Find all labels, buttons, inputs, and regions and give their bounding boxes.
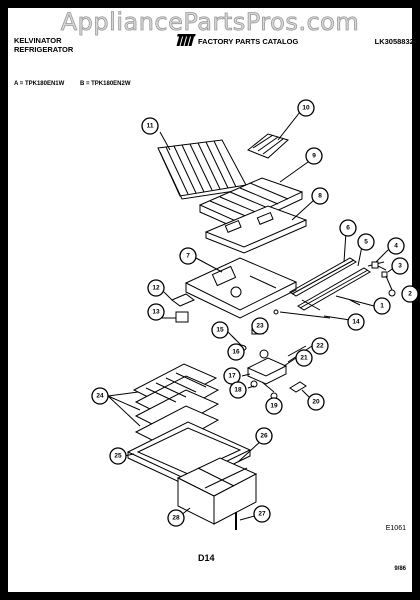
callout-11: 11 bbox=[141, 117, 159, 135]
callout-21: 21 bbox=[295, 349, 313, 367]
brand-block: KELVINATOR REFRIGERATOR bbox=[14, 36, 124, 54]
svg-text:22: 22 bbox=[316, 343, 324, 350]
svg-text:5: 5 bbox=[364, 239, 368, 246]
callout-14: 14 bbox=[347, 313, 365, 331]
svg-text:20: 20 bbox=[312, 399, 320, 406]
bracket-parts bbox=[162, 291, 195, 323]
callout-28: 28 bbox=[167, 509, 185, 527]
model-a: A = TPK180EN1W bbox=[14, 81, 65, 87]
control-housing bbox=[184, 257, 298, 319]
callout-19: 19 bbox=[265, 397, 283, 415]
brand-name: KELVINATOR bbox=[14, 36, 62, 45]
callout-6: 6 bbox=[339, 219, 357, 237]
svg-text:3: 3 bbox=[398, 263, 402, 270]
svg-text:17: 17 bbox=[228, 373, 236, 380]
svg-text:9: 9 bbox=[312, 153, 316, 160]
watermark: AppliancePartsPros.com bbox=[60, 8, 360, 37]
callout-15: 15 bbox=[211, 321, 229, 339]
svg-text:10: 10 bbox=[302, 105, 310, 112]
wci-logo bbox=[176, 34, 196, 46]
svg-text:6: 6 bbox=[346, 225, 350, 232]
shelf-rails bbox=[289, 257, 385, 311]
freezer-shelf bbox=[198, 177, 304, 230]
svg-text:4: 4 bbox=[394, 243, 398, 250]
screw-part bbox=[388, 289, 396, 297]
callout-10: 10 bbox=[297, 99, 315, 117]
svg-text:23: 23 bbox=[256, 323, 264, 330]
sensor-bar bbox=[289, 381, 307, 393]
callout-8: 8 bbox=[311, 187, 329, 205]
catalog-date: 9/86 bbox=[394, 566, 406, 572]
callout-20: 20 bbox=[307, 393, 325, 411]
catalog-code: LK30588320 bbox=[374, 37, 418, 46]
callout-5: 5 bbox=[357, 233, 375, 251]
callout-26: 26 bbox=[255, 427, 273, 445]
svg-text:14: 14 bbox=[352, 319, 360, 326]
svg-text:28: 28 bbox=[172, 515, 180, 522]
callout-24: 24 bbox=[91, 387, 109, 405]
callout-23: 23 bbox=[251, 317, 269, 335]
catalog-title: FACTORY PARTS CATALOG bbox=[198, 37, 299, 46]
product-type: REFRIGERATOR bbox=[14, 45, 74, 54]
vent-grille bbox=[247, 133, 289, 159]
model-b: B = TPK180EN2W bbox=[79, 81, 131, 87]
model-list: A = TPK180EN1W B = TPK180EN2W bbox=[14, 81, 145, 87]
callout-3: 3 bbox=[391, 257, 409, 275]
svg-text:15: 15 bbox=[216, 327, 224, 334]
svg-text:8: 8 bbox=[318, 193, 322, 200]
svg-text:26: 26 bbox=[260, 433, 268, 440]
diagram-ref: E1061 bbox=[385, 525, 406, 532]
callout-4: 4 bbox=[387, 237, 405, 255]
clip-part bbox=[371, 261, 379, 269]
callout-27: 27 bbox=[253, 505, 271, 523]
wire-shelf bbox=[157, 139, 249, 200]
callout-7: 7 bbox=[179, 247, 197, 265]
svg-text:12: 12 bbox=[152, 285, 160, 292]
callout-13: 13 bbox=[147, 303, 165, 321]
page-number: D14 bbox=[198, 553, 215, 563]
svg-text:24: 24 bbox=[96, 393, 104, 400]
svg-text:27: 27 bbox=[258, 511, 266, 518]
callout-1: 1 bbox=[373, 297, 391, 315]
crisper-cover bbox=[126, 421, 252, 487]
callout-12: 12 bbox=[147, 279, 165, 297]
svg-text:18: 18 bbox=[234, 387, 242, 394]
svg-text:25: 25 bbox=[114, 453, 122, 460]
svg-text:1: 1 bbox=[380, 303, 384, 310]
callout-9: 9 bbox=[305, 147, 323, 165]
svg-text:11: 11 bbox=[147, 123, 154, 130]
svg-text:21: 21 bbox=[300, 355, 308, 362]
callout-25: 25 bbox=[109, 447, 127, 465]
svg-text:13: 13 bbox=[152, 309, 160, 316]
clip-part bbox=[381, 271, 388, 278]
callout-22: 22 bbox=[311, 337, 329, 355]
crisper-drawer bbox=[176, 457, 258, 525]
freezer-floor-panel bbox=[204, 205, 308, 254]
callout-16: 16 bbox=[227, 343, 245, 361]
svg-text:16: 16 bbox=[232, 349, 240, 356]
svg-text:7: 7 bbox=[186, 253, 190, 260]
callout-2: 2 bbox=[401, 285, 419, 303]
svg-text:2: 2 bbox=[408, 291, 412, 298]
svg-text:19: 19 bbox=[270, 403, 278, 410]
callout-18: 18 bbox=[229, 381, 247, 399]
